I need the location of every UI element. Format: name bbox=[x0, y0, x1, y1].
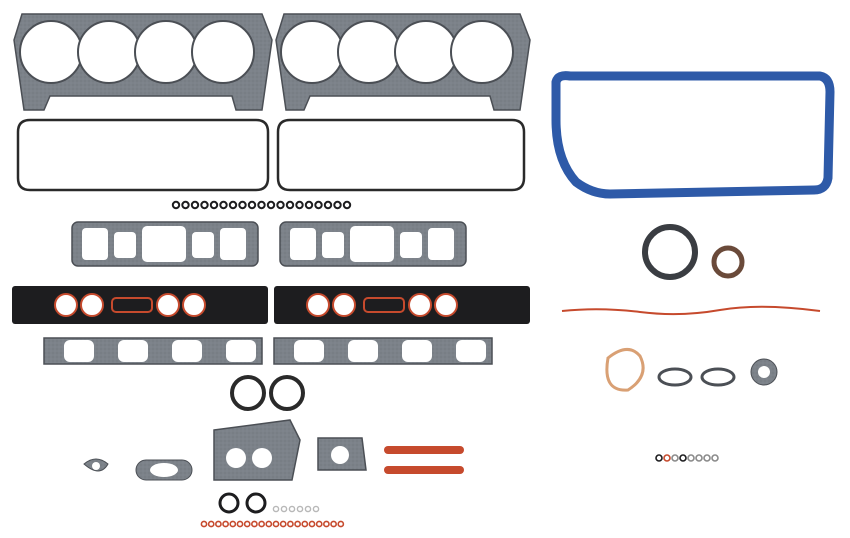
small-flange-gasket-2 bbox=[700, 367, 736, 387]
crank-seal bbox=[711, 245, 745, 279]
intake-gasket-left bbox=[71, 221, 259, 267]
intake-manifold-gasket-black-left bbox=[12, 286, 268, 324]
small-o-ring bbox=[671, 454, 679, 462]
small-seal-rings bbox=[218, 492, 267, 514]
valve-stem-seal bbox=[247, 200, 257, 210]
intake-gasket-right bbox=[279, 221, 467, 267]
small-o-ring-row-right bbox=[655, 454, 719, 462]
valve-stem-seal bbox=[200, 200, 209, 210]
small-o-ring bbox=[655, 454, 663, 462]
small-o-ring bbox=[315, 520, 323, 528]
small-o-ring bbox=[207, 520, 215, 528]
valve-cover-gasket-left bbox=[16, 118, 270, 192]
oil-pan-side-seal bbox=[561, 305, 821, 316]
small-o-ring-grey bbox=[280, 505, 288, 513]
valve-stem-seal bbox=[276, 200, 285, 210]
exhaust-gasket-right bbox=[273, 337, 493, 365]
valve-stem-seal bbox=[228, 200, 238, 210]
thermostat-gasket bbox=[83, 458, 109, 472]
distributor-gasket bbox=[750, 358, 778, 386]
egr-gasket bbox=[135, 459, 193, 481]
small-o-ring bbox=[200, 520, 208, 528]
small-o-ring-grey bbox=[288, 505, 296, 513]
small-o-ring bbox=[214, 520, 222, 528]
valve-stem-seal bbox=[304, 200, 314, 210]
timing-cover-seal bbox=[642, 224, 698, 280]
valve-stem-seal bbox=[295, 200, 304, 210]
intake-end-seals bbox=[384, 446, 464, 474]
valve-stem-seal bbox=[333, 200, 342, 210]
valve-stem-seal bbox=[285, 200, 295, 210]
head-gasket-left bbox=[13, 13, 273, 111]
valve-stem-seal bbox=[342, 200, 352, 210]
valve-stem-seal bbox=[323, 200, 333, 210]
small-o-ring-row bbox=[200, 505, 345, 528]
small-o-ring-grey bbox=[272, 505, 280, 513]
valve-stem-seal bbox=[314, 200, 323, 210]
small-o-ring bbox=[279, 520, 287, 528]
valve-cover-gasket-right bbox=[276, 118, 526, 192]
small-o-ring bbox=[330, 520, 337, 528]
small-o-ring-grey bbox=[312, 505, 320, 513]
small-o-ring bbox=[222, 520, 229, 528]
small-o-ring bbox=[236, 520, 244, 528]
small-o-ring bbox=[229, 520, 237, 528]
exhaust-flange-seal-right bbox=[269, 375, 305, 411]
valve-stem-seal-row bbox=[171, 200, 352, 210]
small-o-ring bbox=[322, 520, 330, 528]
intake-manifold-gasket-black-right bbox=[274, 286, 530, 324]
head-gasket-right bbox=[275, 13, 531, 111]
tbi-plate-gasket bbox=[213, 419, 301, 481]
small-o-ring bbox=[687, 454, 695, 462]
valve-stem-seal bbox=[257, 200, 266, 210]
valve-stem-seal bbox=[171, 200, 181, 210]
oil-pan-gasket bbox=[551, 71, 835, 199]
exhaust-flange-seal-left bbox=[230, 375, 266, 411]
small-o-ring bbox=[679, 454, 687, 462]
small-o-ring bbox=[308, 520, 316, 528]
small-o-ring bbox=[243, 520, 251, 528]
throttle-body-gasket bbox=[317, 437, 367, 471]
valve-stem-seal bbox=[190, 200, 200, 210]
exhaust-gasket-left bbox=[43, 337, 263, 365]
valve-stem-seal bbox=[238, 200, 247, 210]
valve-stem-seal bbox=[266, 200, 276, 210]
small-o-ring bbox=[265, 520, 273, 528]
small-o-ring bbox=[711, 454, 719, 462]
water-pump-gasket bbox=[605, 348, 645, 392]
small-o-ring bbox=[272, 520, 280, 528]
small-o-ring bbox=[286, 520, 294, 528]
small-o-ring bbox=[703, 454, 711, 462]
small-o-ring bbox=[663, 454, 671, 462]
small-o-ring-grey bbox=[296, 505, 304, 513]
valve-stem-seal bbox=[209, 200, 219, 210]
small-o-ring bbox=[301, 520, 309, 528]
small-o-ring bbox=[695, 454, 703, 462]
small-o-ring bbox=[337, 520, 345, 528]
valve-stem-seal bbox=[219, 200, 228, 210]
small-o-ring bbox=[250, 520, 258, 528]
small-o-ring bbox=[258, 520, 265, 528]
valve-stem-seal bbox=[181, 200, 190, 210]
small-o-ring bbox=[294, 520, 301, 528]
small-flange-gasket-1 bbox=[657, 367, 693, 387]
small-o-ring-grey bbox=[304, 505, 312, 513]
